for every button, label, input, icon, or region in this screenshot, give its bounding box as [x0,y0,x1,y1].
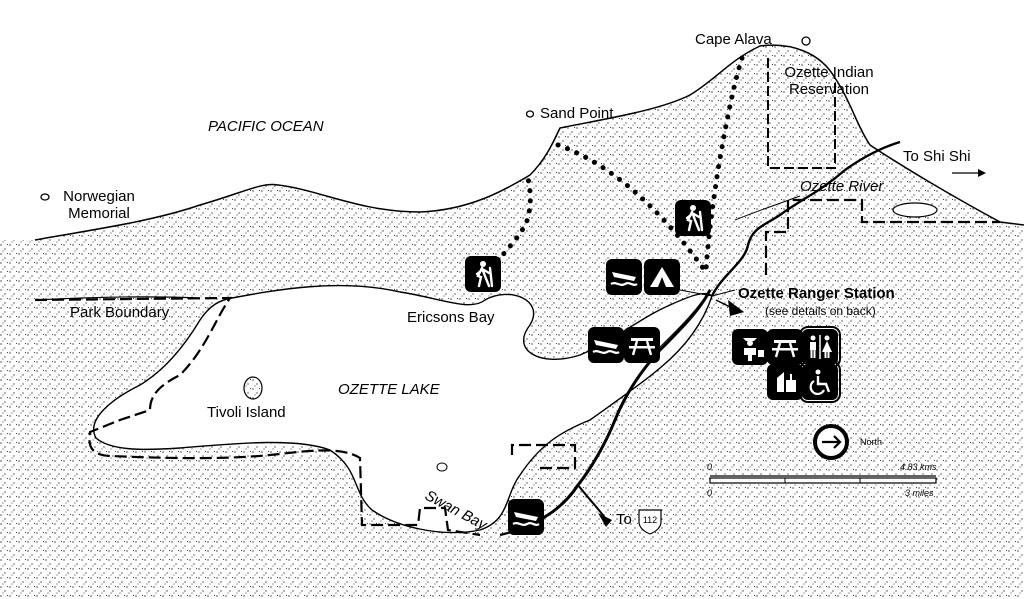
route-number: 112 [642,515,658,525]
scale-mi-zero: 0 [707,488,713,498]
sand-point-label: Sand Point [540,105,614,122]
ozette-river [710,140,901,297]
ozette-river-bank [734,195,801,221]
trail-sand-point [555,142,706,271]
wheelchair-icon [799,361,841,403]
camping-icon [644,259,680,295]
ranger-station-label: Ozette Ranger Station [738,285,895,302]
pointer-line [679,289,713,297]
scale-km-max: 4.83 kms [900,462,937,472]
to-shi-shi-label: To Shi Shi [903,148,971,165]
lake-label: OZETTE LAKE [338,381,440,398]
trail-cape-alava [703,55,745,273]
sand-point-rock [525,110,535,118]
ericsons-bay-label: Ericsons Bay [407,309,495,326]
cape-alava-label: Cape Alava [695,31,772,48]
boat-launch-icon [606,259,642,295]
oxbow-lake [892,202,938,218]
park-boundary-label: Park Boundary [70,304,170,321]
small-island [436,462,448,472]
restroom-icon [799,326,841,368]
reservation-boundary [767,58,836,169]
park-boundary-east [510,198,1000,470]
cape-alava-rock [801,36,811,46]
north-arrow-head [833,435,842,449]
route-shield [638,509,662,535]
road-spur [577,484,606,519]
boat-launch-icon [508,499,544,535]
trail-ericsons [480,175,533,291]
hiking-icon [465,256,501,292]
road-arrow [598,513,612,527]
hiking-icon [675,200,711,236]
picnic-icon [767,329,803,365]
north-label: North [860,437,883,447]
scale-mi-max: 3 miles [905,488,934,498]
to-road-label: To [616,511,632,528]
lake-body [93,284,713,534]
station-arrow-stem [715,299,735,310]
picnic-icon [624,327,660,363]
scale-bar [709,477,937,484]
tivoli-island-label: Tivoli Island [207,404,286,421]
shi-shi-arrowhead [978,169,986,177]
ranger-details-label: (see details on back) [765,304,876,318]
river-label: Ozette River [800,178,884,195]
ranger-icon [732,329,768,365]
norwegian-memorial-label: Norwegian Memorial [63,188,135,222]
reservation-label: Ozette Indian Reservation [784,64,874,98]
scale-km-zero: 0 [707,462,713,472]
coastline [34,44,1024,241]
boat-launch-icon [588,327,624,363]
road [519,289,712,530]
norwegian-rock [40,193,50,201]
tivoli-island-shape [243,376,263,400]
pointer-line-2 [711,289,736,297]
information-icon [767,364,803,400]
station-arrow [728,300,744,316]
ocean-label: PACIFIC OCEAN [208,118,324,135]
